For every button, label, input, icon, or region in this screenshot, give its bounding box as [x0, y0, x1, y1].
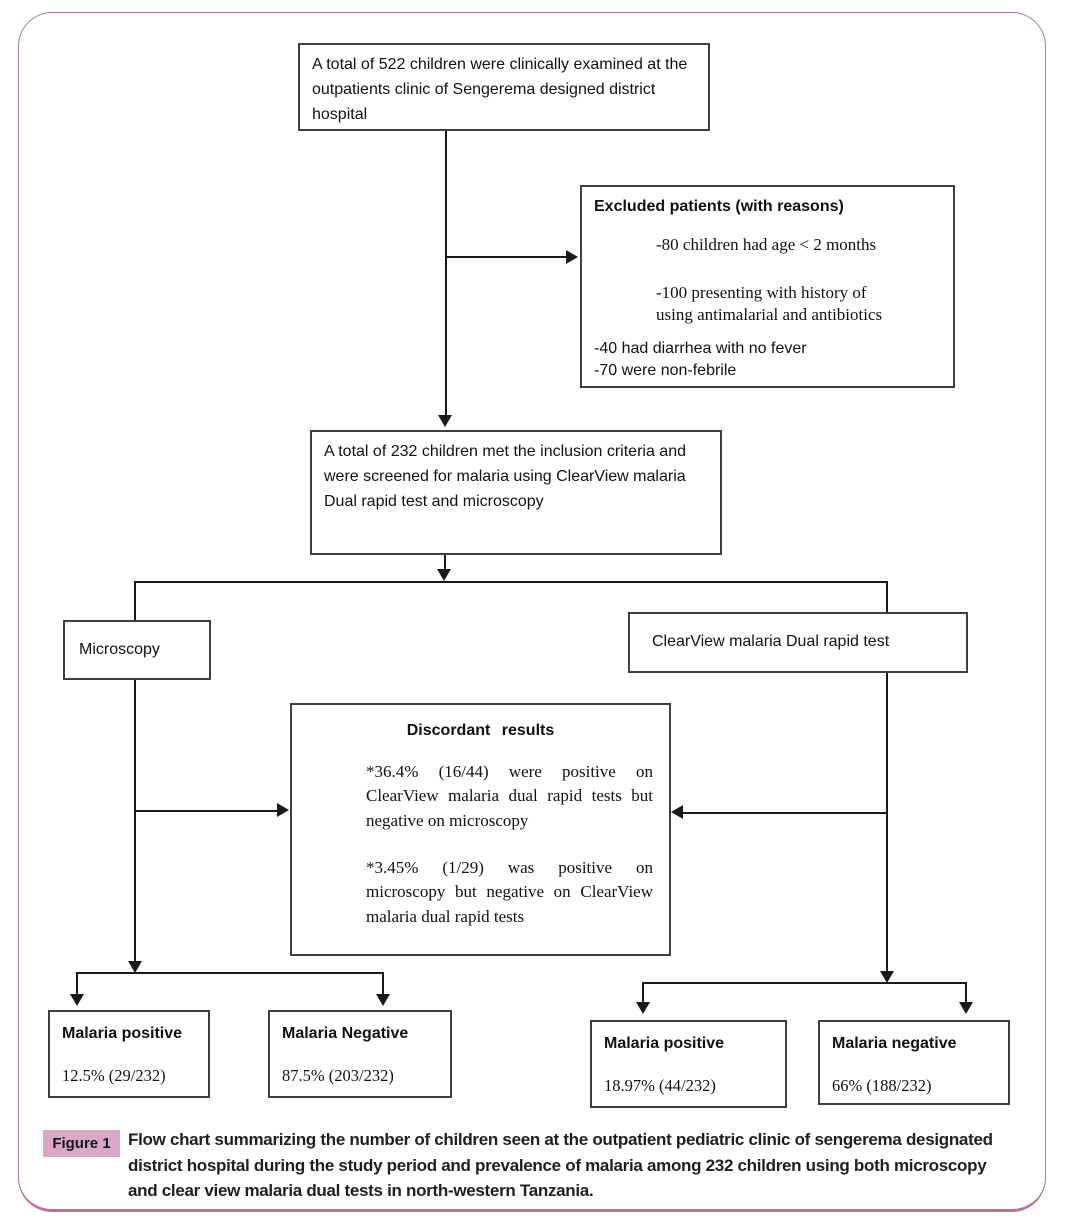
result-value: 18.97% (44/232): [604, 1075, 716, 1095]
arrowhead-down-microscopy-split: [128, 961, 142, 973]
connector-excluded-branch: [446, 256, 568, 258]
figure-caption: Flow chart summarizing the number of chi…: [128, 1130, 993, 1200]
connector-split-right-down: [886, 581, 888, 613]
clearview-box: ClearView malaria Dual rapid test: [628, 612, 968, 673]
result-label: Malaria negative: [832, 1035, 957, 1052]
examined-text: A total of 522 children were clinically …: [312, 56, 688, 123]
arrowhead-down-clearview-split: [880, 971, 894, 983]
arrowhead-down-split: [437, 569, 451, 581]
discordant-item-1: *36.4% (16/44) were positive on ClearVie…: [366, 761, 653, 831]
result-label: Malaria positive: [62, 1025, 183, 1042]
connector-split-left-down: [134, 581, 136, 621]
connector-included-out: [444, 555, 446, 571]
connector-micro-neg-down: [382, 972, 384, 996]
result-value: 12.5% (29/232): [62, 1065, 166, 1085]
connector-clearview-results: [642, 982, 967, 984]
examined-box: A total of 522 children were clinically …: [298, 43, 710, 131]
result-box-microscopy-positive: Malaria positive 12.5% (29/232): [48, 1010, 210, 1098]
arrowhead-down-cv-negative: [959, 1002, 973, 1014]
arrowhead-down-included: [438, 415, 452, 427]
result-value: 87.5% (203/232): [282, 1065, 394, 1085]
included-box: A total of 232 children met the inclusio…: [310, 430, 722, 555]
microscopy-label: Microscopy: [79, 640, 160, 658]
excluded-box: Excluded patients (with reasons) -80 chi…: [580, 185, 955, 388]
arrowhead-down-micro-negative: [376, 994, 390, 1006]
excluded-reason-history: -100 presenting with history of using an…: [656, 282, 883, 324]
figure-frame: [18, 12, 1046, 1212]
connector-cv-pos-down: [642, 982, 644, 1004]
result-box-clearview-negative: Malaria negative 66% (188/232): [818, 1020, 1010, 1105]
arrowhead-right-excluded: [566, 250, 578, 264]
arrowhead-right-discordant: [277, 803, 289, 817]
result-label: Malaria Negative: [282, 1025, 409, 1042]
connector-cv-neg-down: [965, 982, 967, 1004]
microscopy-box: Microscopy: [63, 620, 211, 680]
result-box-microscopy-negative: Malaria Negative 87.5% (203/232): [268, 1010, 452, 1098]
excluded-title: Excluded patients (with reasons): [594, 198, 844, 215]
arrowhead-down-micro-positive: [70, 994, 84, 1006]
arrowhead-left-discordant: [671, 805, 683, 819]
connector-discordant-left: [135, 810, 277, 812]
result-value: 66% (188/232): [832, 1075, 932, 1095]
connector-clearview-down: [886, 673, 888, 973]
figure-badge: Figure 1: [43, 1130, 120, 1157]
excluded-reason-diarrhea: -40 had diarrhea with no fever-70 were n…: [594, 340, 807, 379]
connector-microscopy-down: [134, 680, 136, 962]
result-label: Malaria positive: [604, 1035, 725, 1052]
connector-split-horizontal: [134, 581, 888, 583]
discordant-title: Discordant results: [406, 722, 555, 739]
connector-examined-included: [445, 131, 447, 416]
connector-discordant-right: [682, 812, 888, 814]
result-box-clearview-positive: Malaria positive 18.97% (44/232): [590, 1020, 787, 1108]
discordant-item-2: *3.45% (1/29) was positive on microscopy…: [366, 857, 653, 926]
discordant-box: Discordant results *36.4% (16/44) were p…: [290, 703, 671, 956]
arrowhead-down-cv-positive: [636, 1002, 650, 1014]
included-text: A total of 232 children met the inclusio…: [324, 443, 686, 510]
connector-micro-pos-down: [76, 972, 78, 996]
excluded-reason-age: -80 children had age < 2 months: [656, 234, 877, 254]
clearview-label: ClearView malaria Dual rapid test: [652, 633, 890, 651]
connector-microscopy-results: [76, 972, 384, 974]
